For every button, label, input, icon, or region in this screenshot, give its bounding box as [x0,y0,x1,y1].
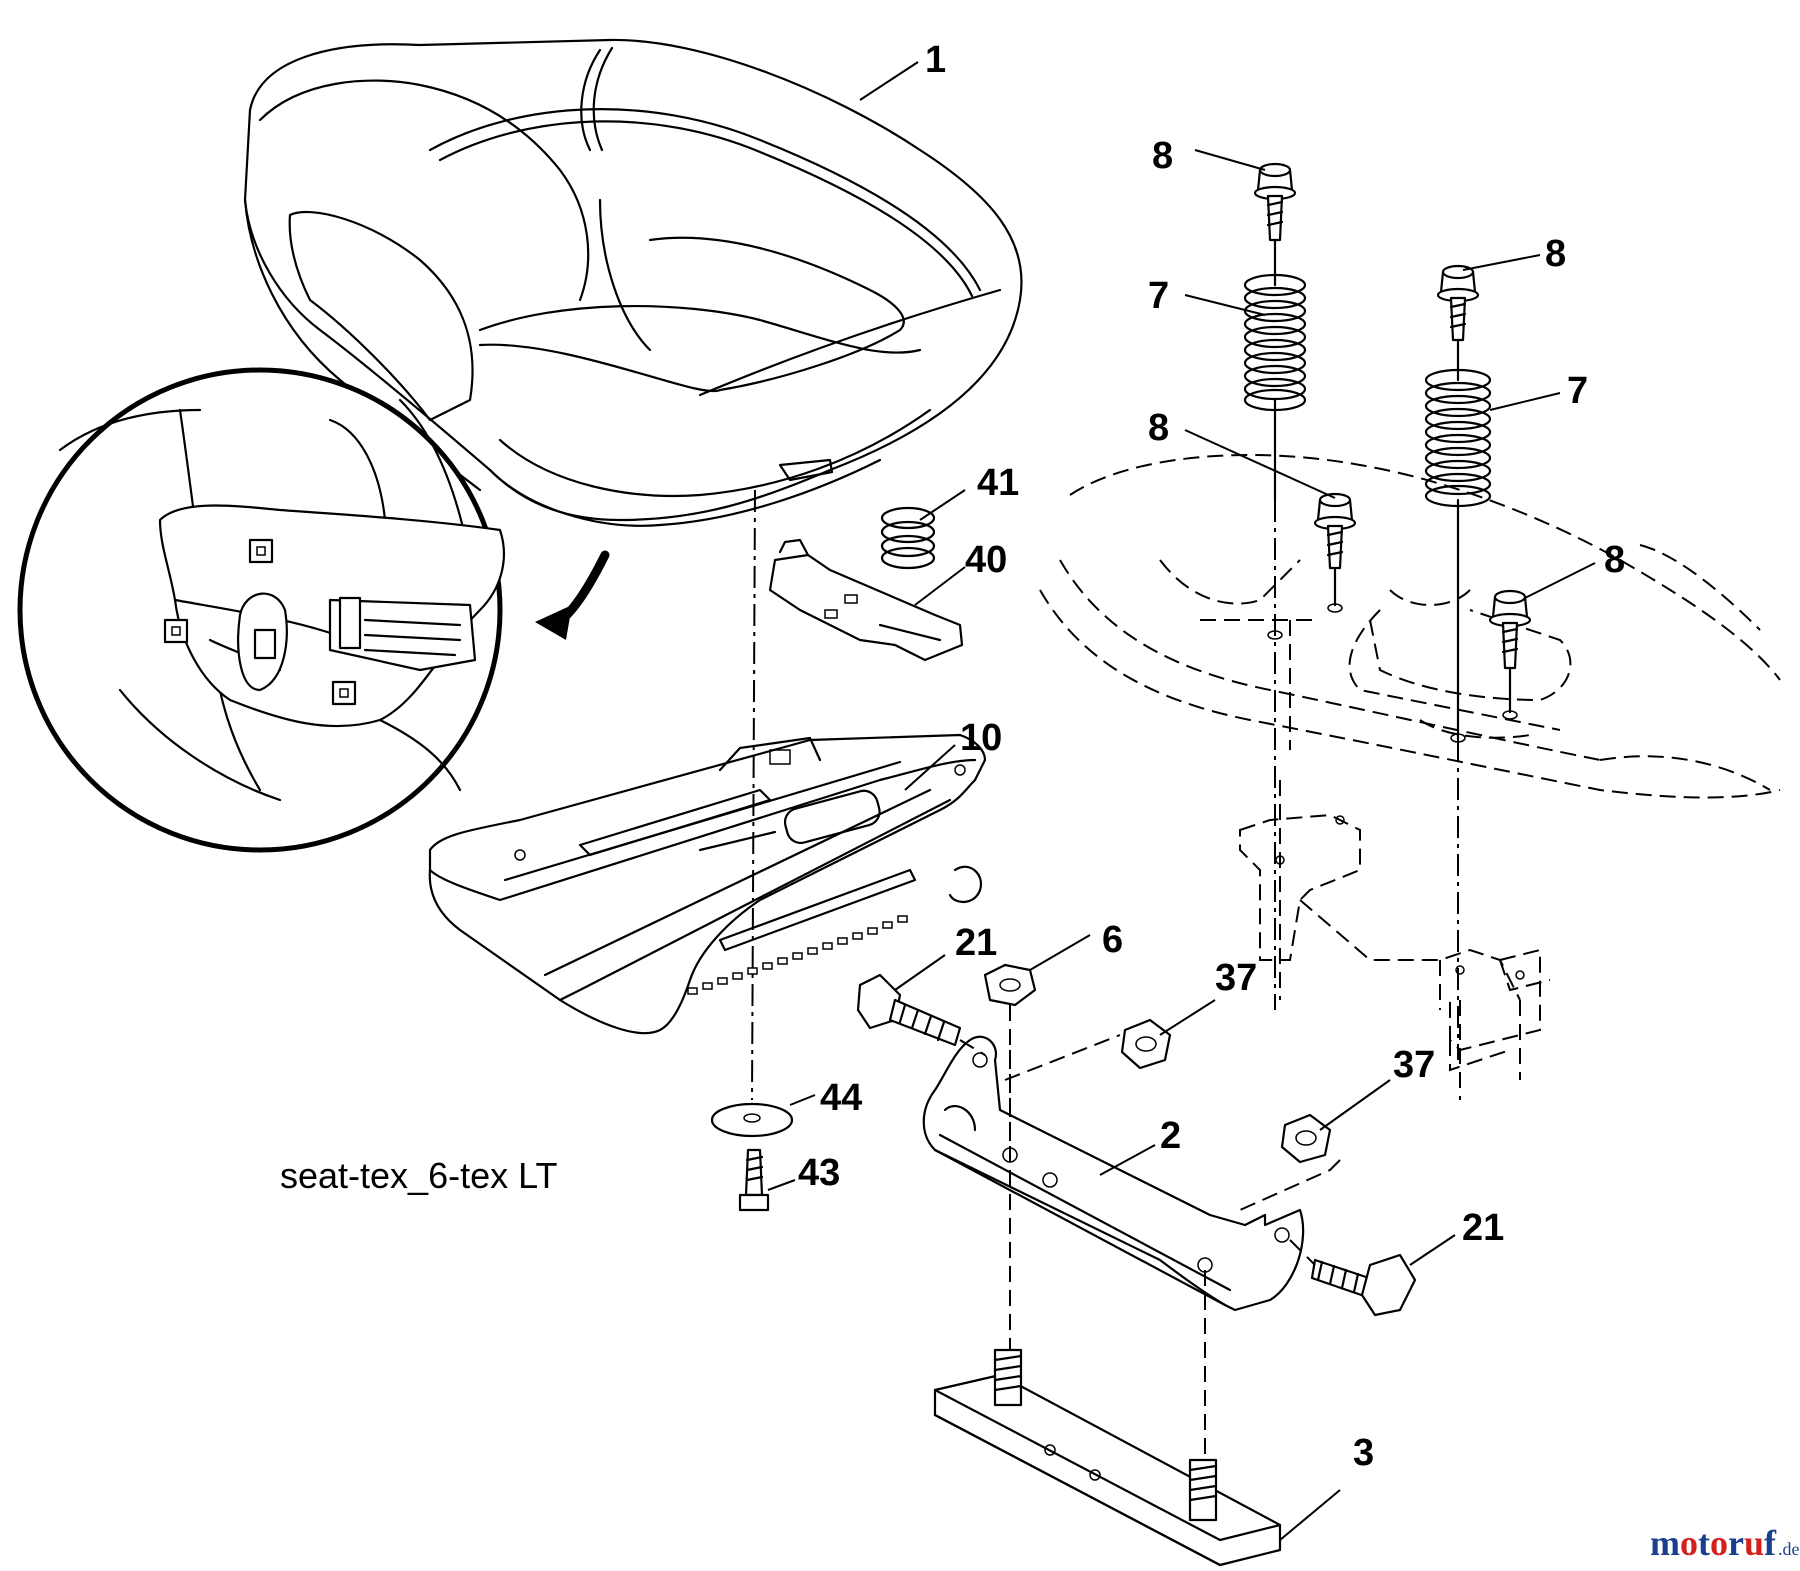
rotate-arrow-icon [535,550,610,640]
hex-nut-upper [1120,1018,1172,1070]
bolt-top-right [1436,264,1480,342]
label-bracket: 2 [1160,1115,1181,1157]
label-seat: 1 [925,39,946,81]
svg-text:motoruf: motoruf [1650,1523,1777,1563]
label-bolt-c: 8 [1148,407,1169,449]
nut-line-upper [1004,1034,1121,1081]
wm-m: m [1650,1523,1680,1563]
label-nut-upper: 37 [1215,957,1257,999]
bolt-middle [1313,492,1357,570]
label-bolt-d: 8 [1604,539,1625,581]
seat-clip [768,538,964,662]
spring-left [1243,273,1307,412]
lock-nut [983,963,1037,1007]
label-plate: 3 [1353,1432,1374,1474]
small-spring [880,506,936,570]
label-spring-left: 7 [1148,275,1169,317]
mounting-plate [933,1348,1282,1567]
label-bolt-a: 8 [1152,135,1173,177]
bolt-line-left [959,1039,986,1056]
bolt-line-right [1289,1239,1316,1266]
tractor-frame-outline [1039,454,1781,1100]
watermark-logo: motoruf .de [1650,1523,1800,1563]
bolt-top-left [1253,162,1297,242]
plate-stud-right [1188,1458,1218,1522]
label-bolt-b: 8 [1545,233,1566,275]
label-nut-lower: 37 [1393,1044,1435,1086]
nut-line-lower [1239,1159,1341,1211]
label-seat-pan: 10 [960,717,1002,759]
label-shoulder-bolt-left: 21 [955,922,997,964]
label-shoulder-bolt-right: 21 [1462,1207,1504,1249]
detail-inset [17,367,505,853]
watermark-suffix: .de [1778,1539,1800,1559]
label-small-spring: 41 [977,462,1019,504]
seat-bracket [922,1035,1305,1312]
part-labels: 1 8 8 7 7 8 8 41 40 10 21 6 37 37 44 2 4… [798,39,1625,1474]
label-washer: 44 [820,1077,862,1119]
screw [738,1148,770,1212]
bolt-lower-right [1488,589,1532,670]
label-locknut: 6 [1102,919,1123,961]
diagram-caption: seat-tex_6-tex LT [280,1155,557,1196]
plate-stud-left [993,1348,1023,1407]
hex-nut-lower [1280,1113,1332,1164]
label-clip: 40 [965,539,1007,581]
seat-pan [428,733,987,1035]
label-screw: 43 [798,1152,840,1194]
seat-illustration [243,38,1023,527]
shoulder-bolt-left [856,973,962,1047]
leader-lines [767,61,1596,1541]
spring-right [1424,368,1492,508]
seat-axis-line [751,489,756,1101]
shoulder-bolt-right [1310,1253,1417,1317]
label-spring-right: 7 [1567,370,1588,412]
washer [710,1102,794,1138]
